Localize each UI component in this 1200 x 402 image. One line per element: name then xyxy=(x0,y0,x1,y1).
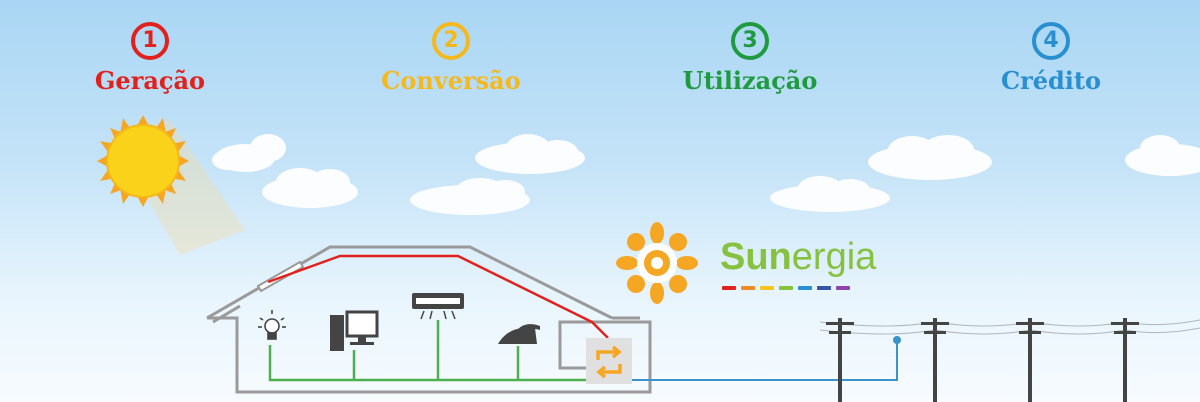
power-pole-icon xyxy=(1111,318,1139,402)
cloud xyxy=(410,178,530,215)
brand-bar-segment xyxy=(722,286,736,290)
step-number: 3 xyxy=(731,22,769,60)
lightbulb-icon xyxy=(258,310,286,340)
brand-bar-segment xyxy=(836,286,850,290)
cloud xyxy=(770,176,890,212)
home-wiring xyxy=(268,320,588,382)
brand-bar-segment xyxy=(798,286,812,290)
computer-icon xyxy=(330,310,379,351)
sun-icon xyxy=(97,115,189,207)
clouds xyxy=(212,134,1200,215)
brand-color-bar xyxy=(722,286,850,290)
step-label: Geração xyxy=(94,66,206,95)
cloud xyxy=(1125,135,1200,176)
brand-part-ergia: ergia xyxy=(791,236,877,278)
power-pole-icon xyxy=(826,318,854,402)
cloud xyxy=(262,168,358,208)
grid-connection-point xyxy=(893,336,901,344)
step-label: Utilização xyxy=(682,66,818,95)
brand-bar-segment xyxy=(817,286,831,290)
step-number: 4 xyxy=(1032,22,1070,60)
step-number: 1 xyxy=(131,22,169,60)
cloud xyxy=(475,134,585,174)
brand-part-sun: Sun xyxy=(720,236,792,278)
sunergia-logo-icon xyxy=(616,222,698,304)
step-conversion: 2 Conversão xyxy=(331,22,571,95)
power-pole-icon xyxy=(921,318,949,402)
iron-icon xyxy=(498,324,540,344)
air-conditioner-icon xyxy=(412,293,464,320)
inverter-icon xyxy=(586,338,632,384)
step-label: Crédito xyxy=(1000,66,1101,95)
brand-wordmark: Sunergia xyxy=(720,236,876,279)
step-usage: 3 Utilização xyxy=(630,22,870,95)
grid-wire xyxy=(632,340,898,381)
brand-bar-segment xyxy=(741,286,755,290)
step-generation: 1 Geração xyxy=(30,22,270,95)
step-label: Conversão xyxy=(381,66,521,95)
step-credit: 4 Crédito xyxy=(931,22,1171,95)
cloud xyxy=(212,134,286,172)
power-pole-icon xyxy=(1016,318,1044,402)
power-lines xyxy=(819,319,1200,335)
solar-wire xyxy=(267,254,609,339)
brand-bar-segment xyxy=(760,286,774,290)
cloud xyxy=(868,135,992,180)
brand-bar-segment xyxy=(779,286,793,290)
step-number: 2 xyxy=(432,22,470,60)
